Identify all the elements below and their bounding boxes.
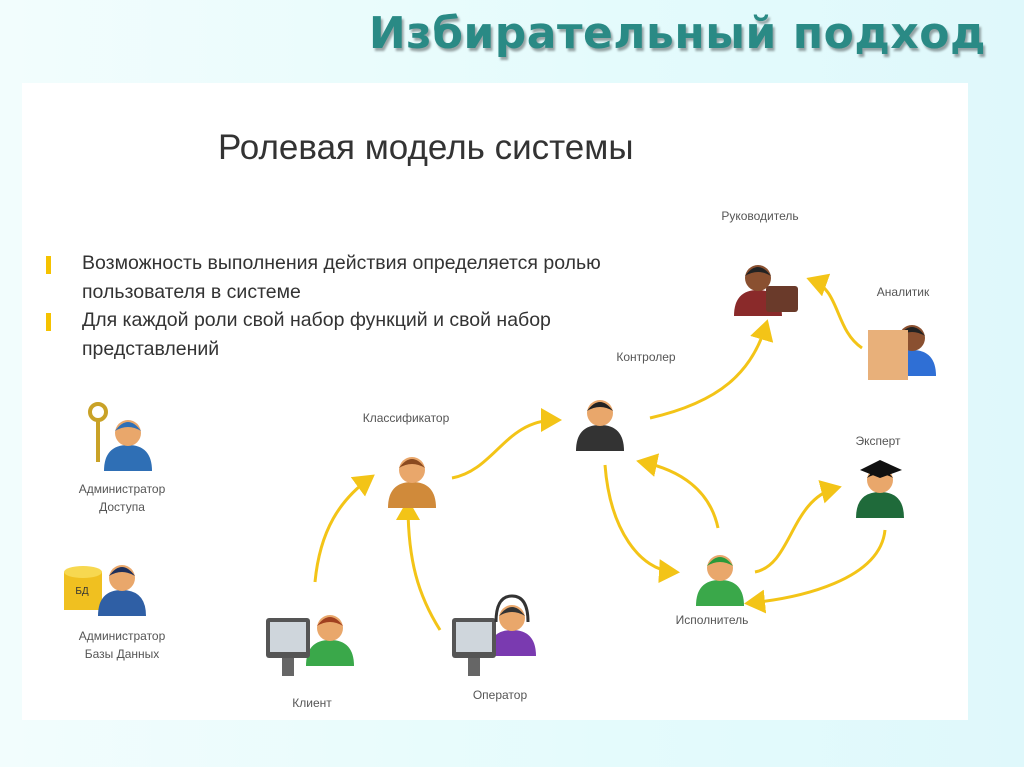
label-client: Клиент [292,696,332,710]
label-db-admin: Администратор Базы Данных [52,627,192,663]
slide-title: Избирательный подход [368,8,986,59]
label-access-admin: Администратор Доступа [52,480,192,516]
arrow-expert-executor [744,529,887,614]
operator-icon [488,605,536,656]
label-line: Администратор [78,629,166,643]
arrow-executor-expert [754,480,842,574]
label-controller: Контролер [616,350,676,364]
bullet-text: Для каждой роли свой набор функций и сво… [82,309,551,360]
executor-icon [696,555,744,606]
briefcase-icon [766,286,798,312]
arrow-client-classifier [313,474,375,583]
bullet-marker [46,313,51,331]
classifier-icon [388,457,436,508]
arrow-analyst-manager [806,273,863,350]
headset-icon [494,594,530,623]
diagram-heading: Ролевая модель системы [218,128,634,167]
label-manager: Руководитель [721,209,799,223]
graduation-cap-icon [860,460,902,478]
label-line: Доступа [99,500,145,514]
label-expert: Эксперт [855,434,901,448]
client-icon [306,615,354,666]
monitor-icon [266,618,310,676]
database-icon [64,566,102,610]
label-classifier: Классификатор [362,411,450,425]
db-badge: БД [75,586,89,597]
access-admin-icon [104,420,152,471]
label-line: Администратор [78,482,166,496]
arrow-controller-executor [603,464,680,584]
newspaper-icon [868,330,908,380]
arrow-executor-controller [636,453,720,529]
label-line: Базы Данных [84,647,160,661]
controller-icon [576,400,624,451]
db-admin-icon [98,565,146,616]
arrow-controller-manager [649,319,774,420]
arrow-operator-classifier [396,499,442,631]
monitor-icon [452,618,496,676]
arrow-classifier-controller [451,408,562,480]
bullet-text: Возможность выполнения действия определя… [82,252,601,303]
label-executor: Исполнитель [675,613,749,627]
bullet-marker [46,256,51,274]
label-operator: Оператор [472,688,528,702]
key-icon [88,402,108,462]
label-analyst: Аналитик [876,285,930,299]
